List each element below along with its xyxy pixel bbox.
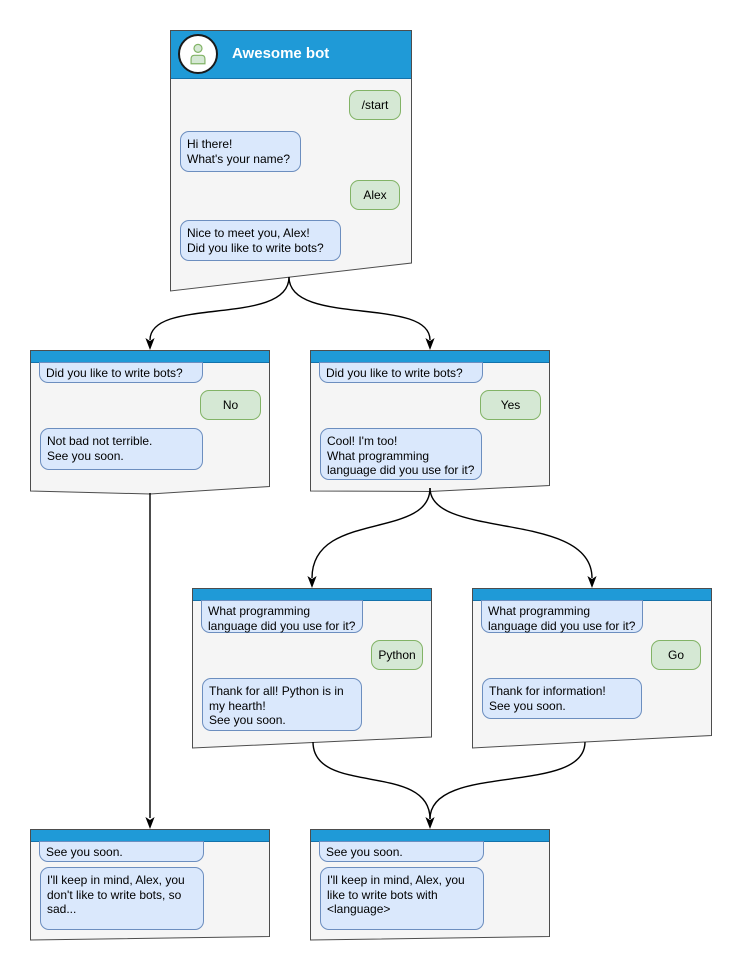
chat-window-end-yes: See you soon. I'll keep in mind, Alex, y… (310, 829, 550, 941)
user-message-no: No (200, 390, 261, 420)
arrowhead (307, 576, 317, 588)
bot-message-reply: Cool! I'm too! What programming language… (320, 428, 482, 480)
arrowhead (425, 338, 435, 350)
bot-message-question: What programming language did you use fo… (481, 600, 643, 633)
chat-window-end-no: See you soon. I'll keep in mind, Alex, y… (30, 829, 270, 941)
bot-message-reply: Thank for all! Python is in my hearth! S… (202, 678, 362, 731)
chat-window-branch-go: What programming language did you use fo… (472, 588, 712, 750)
bot-message-reply: Not bad not terrible. See you soon. (40, 428, 203, 470)
edge-yes-to-go (429, 487, 593, 579)
bot-message-reply: Thank for information! See you soon. (482, 678, 642, 719)
bot-message-seeyou: See you soon. (39, 841, 204, 862)
person-icon (190, 43, 206, 65)
chat-window-branch-python: What programming language did you use fo… (192, 588, 432, 750)
bot-message-seeyou: See you soon. (319, 841, 484, 862)
bot-message-question: Nice to meet you, Alex! Did you like to … (180, 220, 341, 261)
edge-yes-to-python (311, 487, 431, 579)
arrowhead (145, 338, 155, 350)
edge-go-to-end (429, 741, 586, 820)
user-message-start: /start (349, 90, 401, 120)
edge-python-to-end (312, 741, 431, 820)
chat-window-main: Awesome bot /start Hi there! What's your… (170, 30, 412, 292)
arrowhead (587, 576, 597, 588)
chat-title: Awesome bot (232, 45, 330, 62)
bot-message-final: I'll keep in mind, Alex, you don't like … (40, 867, 204, 930)
bot-message-question: Did you like to write bots? (319, 362, 483, 383)
bot-avatar (178, 34, 218, 74)
user-message-python: Python (371, 640, 423, 670)
bot-message-final: I'll keep in mind, Alex, you like to wri… (320, 867, 484, 930)
bot-message-question: What programming language did you use fo… (201, 600, 363, 633)
chat-window-branch-no: Did you like to write bots? No Not bad n… (30, 350, 270, 496)
user-message-yes: Yes (480, 390, 541, 420)
user-message-name: Alex (350, 180, 400, 210)
chat-window-branch-yes: Did you like to write bots? Yes Cool! I'… (310, 350, 550, 496)
user-message-go: Go (651, 640, 701, 670)
arrowhead (425, 817, 435, 829)
bot-message-greeting: Hi there! What's your name? (180, 131, 301, 172)
bot-message-question: Did you like to write bots? (39, 362, 203, 383)
arrowhead (145, 817, 155, 829)
